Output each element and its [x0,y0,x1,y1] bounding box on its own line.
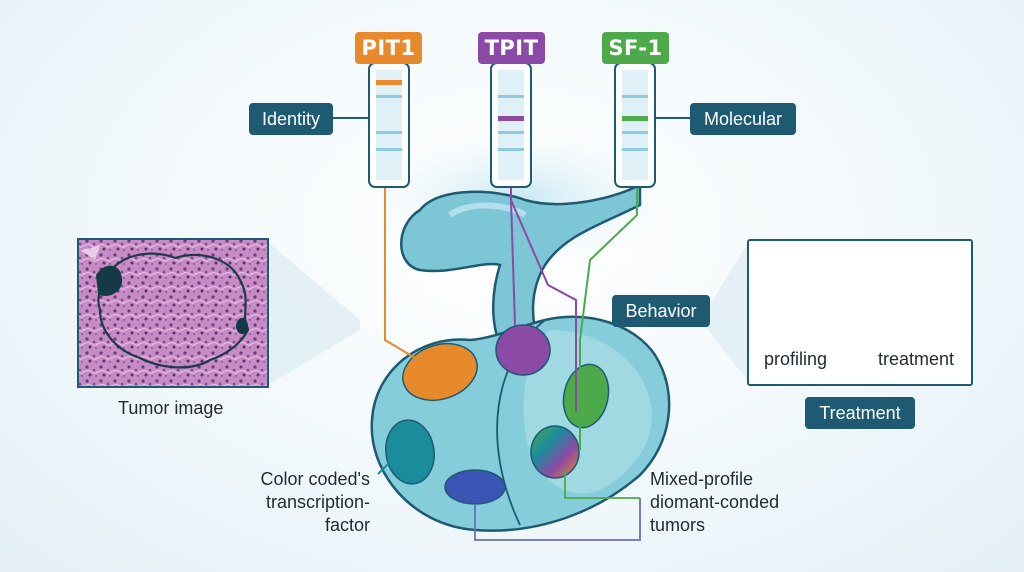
blue-region [444,469,506,505]
left-caption-line-2: transcription- [265,492,370,512]
stalk-highlight [448,202,527,218]
pit1-tube [368,62,410,188]
behavior-pill: Behavior [612,295,710,327]
pit1-label: PIT1 [355,32,422,64]
mixed-caption-connector [564,470,640,499]
treatment-panel [747,239,973,386]
left-caption: Color coded's transcription- factor [220,468,371,537]
left-caption-connector [377,461,391,475]
pituitary-stalk [400,182,642,347]
sf1-tube [614,62,656,188]
identity-pill: Identity [249,103,333,135]
pit1-region [402,343,478,401]
mixed-region [530,425,580,479]
treatment-pill: Treatment [805,397,915,429]
tpit-tube [490,62,532,188]
right-caption-line-1: Mixed-profile [650,469,754,489]
tpit-label: TPIT [478,32,545,64]
blue-caption-connector [474,498,641,541]
right-caption-line-2: diomant-conded [650,492,780,512]
teal-region [385,419,435,485]
tpit-region [495,324,551,376]
treatment-label: treatment [878,349,955,369]
tumor-histology-image [77,238,269,388]
tpit-connector [510,187,577,412]
molecular-pill: Molecular [690,103,796,135]
sf1-connector [579,187,638,450]
image-projection [268,242,360,385]
sf1-label: SF-1 [602,32,669,64]
tumor-image-caption: Tumor image [118,398,224,418]
pit1-connector [384,187,433,369]
profiling-label: profiling [764,349,828,369]
panel-projection [700,245,747,380]
left-caption-line-3: factor [324,515,370,535]
left-caption-line-1: Color coded's [260,469,371,489]
right-caption-line-3: tumors [650,515,706,535]
tpit-connector-2 [510,199,516,326]
right-caption: Mixed-profile diomant-conded tumors [650,468,820,537]
